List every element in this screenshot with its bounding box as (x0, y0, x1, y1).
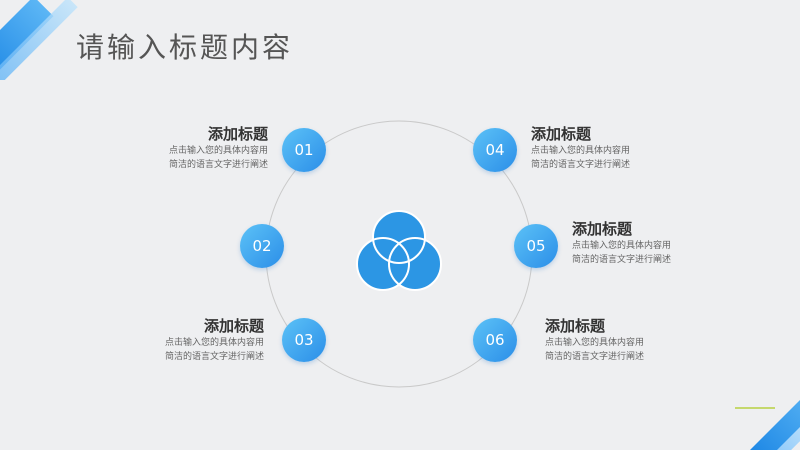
text-block-01: 添加标题 点击输入您的具体内容用 简洁的语言文字进行阐述 (128, 124, 268, 172)
block-title[interactable]: 添加标题 (531, 125, 592, 143)
node-06[interactable]: 06 (473, 318, 517, 362)
accent-line (735, 407, 775, 409)
page-title: 请输入标题内容 (76, 31, 294, 64)
block-desc-line1[interactable]: 点击输入您的具体内容用 (168, 146, 268, 156)
node-01[interactable]: 01 (282, 128, 326, 172)
text-block-05: 添加标题 点击输入您的具体内容用 简洁的语言文字进行阐述 (572, 219, 712, 267)
block-desc-line2[interactable]: 简洁的语言文字进行阐述 (531, 160, 631, 170)
block-desc-line2[interactable]: 简洁的语言文字进行阐述 (168, 160, 268, 170)
block-desc-line2[interactable]: 简洁的语言文字进行阐述 (545, 352, 645, 362)
three-circles-venn-icon (356, 210, 442, 291)
block-desc-line1[interactable]: 点击输入您的具体内容用 (545, 338, 645, 348)
block-title[interactable]: 添加标题 (572, 220, 633, 238)
block-desc-line1[interactable]: 点击输入您的具体内容用 (572, 241, 672, 251)
node-04[interactable]: 04 (473, 128, 517, 172)
node-05[interactable]: 05 (514, 224, 558, 268)
text-block-03: 添加标题 点击输入您的具体内容用 简洁的语言文字进行阐述 (124, 316, 264, 364)
node-03[interactable]: 03 (282, 318, 326, 362)
block-desc-line2[interactable]: 简洁的语言文字进行阐述 (164, 352, 264, 362)
block-desc-line1[interactable]: 点击输入您的具体内容用 (531, 146, 631, 156)
block-title[interactable]: 添加标题 (203, 317, 264, 335)
text-block-04: 添加标题 点击输入您的具体内容用 简洁的语言文字进行阐述 (531, 124, 671, 172)
block-title[interactable]: 添加标题 (545, 317, 606, 335)
block-desc-line2[interactable]: 简洁的语言文字进行阐述 (572, 255, 672, 265)
text-block-06: 添加标题 点击输入您的具体内容用 简洁的语言文字进行阐述 (545, 316, 685, 364)
block-desc-line1[interactable]: 点击输入您的具体内容用 (164, 338, 264, 348)
node-02[interactable]: 02 (240, 224, 284, 268)
block-title[interactable]: 添加标题 (207, 125, 268, 143)
